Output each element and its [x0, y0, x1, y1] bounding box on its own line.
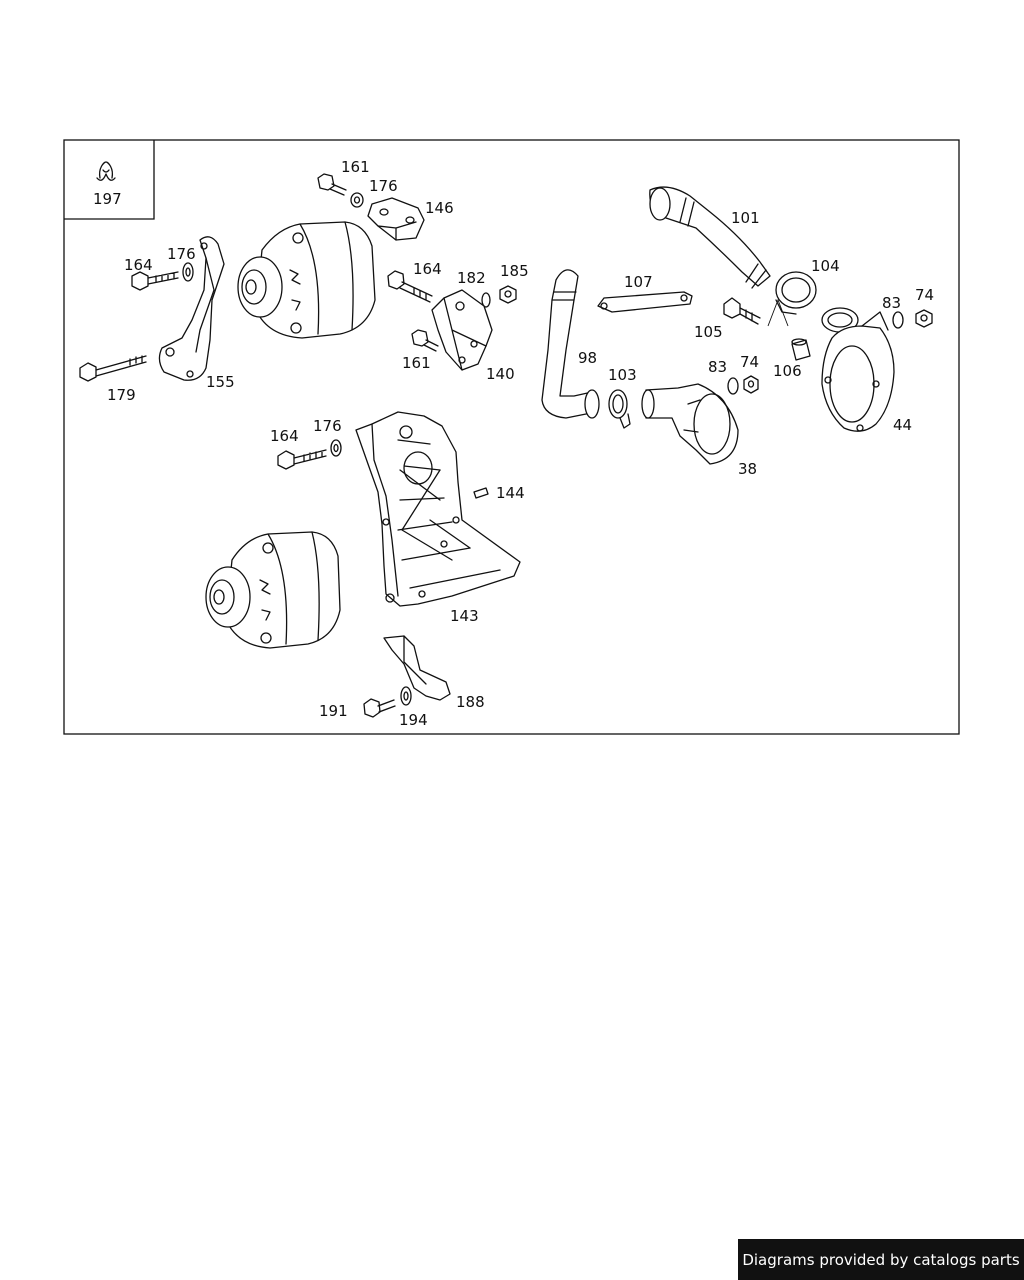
part-label-155: 155 [206, 373, 235, 391]
bracket-140 [431, 289, 493, 371]
part-label-161: 161 [402, 354, 431, 372]
part-label-103: 103 [608, 366, 637, 384]
clamp-103 [608, 389, 631, 429]
bolt-161-middle [411, 329, 439, 352]
washer-83-mid [727, 377, 739, 395]
washer-176-lower [330, 439, 342, 457]
upper-alternator [237, 221, 376, 339]
nut-185 [499, 285, 517, 304]
legend-box [64, 140, 155, 220]
part-label-106: 106 [773, 362, 802, 380]
part-label-143: 143 [450, 607, 479, 625]
part-label-140: 140 [486, 365, 515, 383]
part-label-182: 182 [457, 269, 486, 287]
bolt-161-top [317, 173, 347, 196]
bracket-146 [367, 197, 425, 241]
part-label-176: 176 [167, 245, 196, 263]
part-label-188: 188 [456, 693, 485, 711]
plug-105 [723, 297, 789, 327]
part-label-164: 164 [124, 256, 153, 274]
bracket-188 [383, 635, 451, 701]
washer-182 [481, 292, 491, 308]
part-label-74: 74 [740, 353, 759, 371]
bolt-191 [363, 698, 396, 718]
bolt-164-lower [277, 449, 327, 470]
lower-alternator [205, 531, 341, 649]
ring-104 [775, 271, 817, 315]
bushing-106 [791, 338, 811, 361]
part-label-44: 44 [893, 416, 912, 434]
part-label-164: 164 [413, 260, 442, 278]
part-label-83: 83 [708, 358, 727, 376]
catalog-credit-text: Diagrams provided by catalogs parts [742, 1250, 1020, 1269]
sender-107 [597, 291, 693, 313]
part-label-161: 161 [341, 158, 370, 176]
clip-icon [96, 161, 116, 181]
part-label-179: 179 [107, 386, 136, 404]
part-label-185: 185 [500, 262, 529, 280]
part-label-98: 98 [578, 349, 597, 367]
part-label-101: 101 [731, 209, 760, 227]
part-label-104: 104 [811, 257, 840, 275]
part-label-194: 194 [399, 711, 428, 729]
bolt-164-middle [387, 270, 433, 303]
part-label-164: 164 [270, 427, 299, 445]
nut-74-right [915, 309, 933, 328]
housing-38 [641, 383, 739, 465]
bolt-164-upper-left [131, 271, 179, 291]
part-label-38: 38 [738, 460, 757, 478]
part-label-176: 176 [313, 417, 342, 435]
hose-101 [649, 186, 771, 289]
washer-194 [400, 686, 412, 706]
diagram-frame [63, 139, 960, 735]
part-label-74: 74 [915, 286, 934, 304]
part-label-191: 191 [319, 702, 348, 720]
part-label-146: 146 [425, 199, 454, 217]
part-label-83: 83 [882, 294, 901, 312]
pipe-98 [541, 269, 600, 419]
pin-144 [473, 487, 489, 499]
bracket-155 [158, 236, 225, 381]
part-label-144: 144 [496, 484, 525, 502]
part-label-176: 176 [369, 177, 398, 195]
part-label-105: 105 [694, 323, 723, 341]
washer-83-right [892, 311, 904, 329]
nut-74-mid [743, 375, 759, 394]
bolt-179 [79, 355, 147, 382]
washer-176-top [350, 192, 364, 208]
bracket-143 [355, 411, 521, 607]
housing-44 [821, 311, 895, 432]
part-label-107: 107 [624, 273, 653, 291]
legend-label-197: 197 [93, 190, 122, 208]
washer-176-upper-left [182, 262, 194, 282]
catalog-credit-banner: Diagrams provided by catalogs parts [738, 1239, 1024, 1280]
